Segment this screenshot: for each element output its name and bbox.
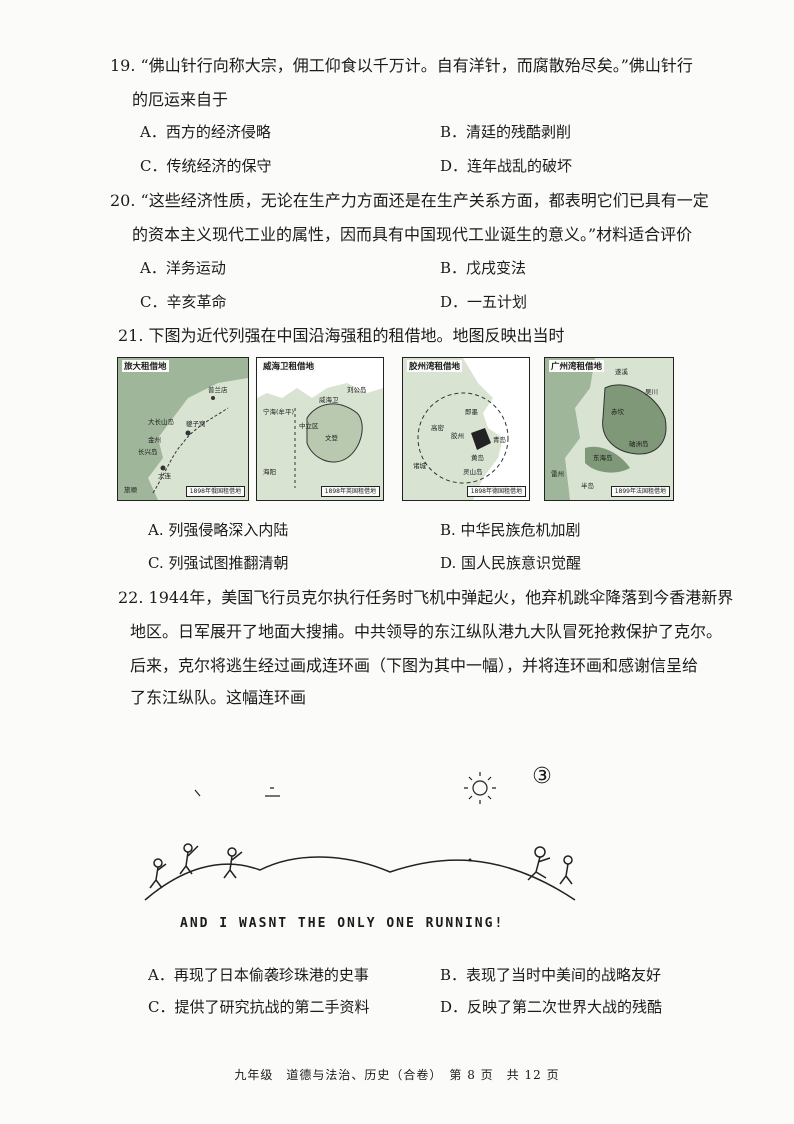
- map-label: 宁海(牟平): [263, 408, 295, 416]
- map-lvda-title: 旅大租借地: [122, 360, 169, 372]
- map-label: 长兴岛: [138, 448, 158, 456]
- q22-option-b: B．表现了当时中美间的战略友好: [440, 966, 662, 984]
- map-label: 大连: [158, 472, 171, 480]
- q19-option-d: D．连年战乱的破坏: [440, 157, 573, 175]
- map-lvda-drawing: [118, 358, 248, 500]
- q22-stem-line4: 了东江纵队。这幅连环画: [130, 688, 307, 707]
- map-lvda-legend: 1898年俄国租借地: [185, 486, 245, 497]
- q19-stem-line1: 19. “佛山针行向称大宗，佣工仰食以千万计。自有洋针，而腐散殆尽矣。”佛山针行: [110, 56, 693, 75]
- map-label: 金州: [148, 436, 161, 444]
- map-label: 中立区: [299, 422, 319, 430]
- q19-option-b: B．清廷的残酷剥削: [440, 123, 572, 141]
- map-label: 黄岛: [471, 454, 484, 462]
- map-label: 胶州: [451, 432, 464, 440]
- map-label: 赤坎: [611, 408, 624, 416]
- map-label: 东海岛: [593, 454, 613, 462]
- map-label: 文登: [325, 434, 338, 442]
- q20-option-a: A．洋务运动: [140, 259, 226, 277]
- q22-option-d: D．反映了第二次世界大战的残酷: [440, 998, 663, 1016]
- map-lvda: 旅大租借地 大长山岛 长兴岛 金州 貔子窝 普兰店 旅顺 大连 1898年俄国租…: [117, 357, 249, 501]
- comic-drawing: [144, 772, 576, 901]
- q20-option-c: C．辛亥革命: [140, 293, 227, 311]
- map-jiaozhouwan-title: 胶州湾租借地: [407, 360, 463, 372]
- map-guangzhouwan-legend: 1899年法国租借地: [610, 486, 670, 497]
- map-label: 高密: [431, 424, 444, 432]
- map-label: 诸城: [413, 462, 426, 470]
- map-guangzhouwan-title: 广州湾租借地: [549, 360, 605, 372]
- q22-stem-line2: 地区。日军展开了地面大搜捕。中共领导的东江纵队港九大队冒死抢救保护了克尔。: [130, 622, 723, 641]
- map-guangzhouwan: 广州湾租借地 遂溪 吴川 赤坎 雷州 半岛 硇洲岛 东海岛 1899年法国租借地: [544, 357, 674, 501]
- map-jiaozhouwan: 胶州湾租借地 即墨 胶州 青岛 高密 诸城 灵山岛 黄岛 1898年德国租借地: [402, 357, 530, 501]
- map-label: 刘公岛: [347, 386, 367, 394]
- q19-option-a: A．西方的经济侵略: [140, 123, 271, 141]
- q20-option-b: B．戊戌变法: [440, 259, 527, 277]
- q22-stem-line1: 22. 1944年，美国飞行员克尔执行任务时飞机中弹起火，他弃机跳伞降落到今香港…: [118, 588, 734, 607]
- q19-stem-line2: 的厄运来自于: [132, 90, 229, 109]
- map-label: 半岛: [581, 482, 594, 490]
- map-label: 遂溪: [615, 368, 628, 376]
- q20-option-d: D．一五计划: [440, 293, 528, 311]
- map-jiaozhouwan-legend: 1898年德国租借地: [466, 486, 526, 497]
- map-jiaozhouwan-drawing: [417, 358, 529, 500]
- map-label: 即墨: [465, 408, 478, 416]
- q20-stem-line1: 20. “这些经济性质，无论在生产力方面还是在生产关系方面，都表明它们已具有一定: [110, 191, 709, 210]
- map-weihaiwei-legend: 1898年英国租借地: [320, 486, 380, 497]
- map-label: 威海卫: [319, 396, 339, 404]
- q21-option-b: B. 中华民族危机加剧: [440, 521, 581, 539]
- comic-caption: AND I WASNT THE ONLY ONE RUNNING!: [180, 916, 505, 931]
- map-weihaiwei-drawing: [257, 358, 383, 488]
- map-label: 灵山岛: [463, 468, 483, 476]
- map-label: 海阳: [263, 468, 276, 476]
- map-weihaiwei-title: 威海卫租借地: [261, 360, 317, 372]
- q21-option-a: A. 列强侵略深入内陆: [148, 521, 289, 539]
- q21-stem: 21. 下图为近代列强在中国沿海强租的租借地。地图反映出当时: [118, 326, 565, 345]
- page-footer: 九年级 道德与法治、历史（合卷） 第 8 页 共 12 页: [234, 1068, 560, 1082]
- q19-option-c: C．传统经济的保守: [140, 157, 272, 175]
- comic-panel-number: ③: [532, 764, 552, 789]
- map-label: 青岛: [493, 436, 506, 444]
- map-label: 硇洲岛: [629, 440, 649, 448]
- map-label: 大长山岛: [148, 418, 174, 426]
- q21-option-d: D. 国人民族意识觉醒: [440, 554, 582, 572]
- comic-illustration: ③: [140, 760, 580, 940]
- q22-option-c: C．提供了研究抗战的第二手资料: [148, 998, 370, 1016]
- q21-option-c: C. 列强试图推翻清朝: [148, 554, 289, 572]
- map-label: 雷州: [551, 470, 564, 478]
- map-label: 吴川: [645, 388, 658, 396]
- q20-stem-line2: 的资本主义现代工业的属性，因而具有中国现代工业诞生的意义。”材料适合评价: [132, 225, 693, 244]
- map-label: 普兰店: [208, 386, 228, 394]
- map-label: 旅顺: [124, 486, 137, 494]
- map-weihaiwei: 威海卫租借地 威海卫 刘公岛 宁海(牟平) 文登 海阳 中立区 1898年英国租…: [256, 357, 384, 501]
- map-guangzhouwan-drawing: [545, 358, 667, 500]
- map-label: 貔子窝: [186, 420, 206, 428]
- q22-stem-line3: 后来，克尔将逃生经过画成连环画（下图为其中一幅），并将连环画和感谢信呈给: [130, 656, 699, 675]
- q22-option-a: A．再现了日本偷袭珍珠港的史事: [148, 966, 369, 984]
